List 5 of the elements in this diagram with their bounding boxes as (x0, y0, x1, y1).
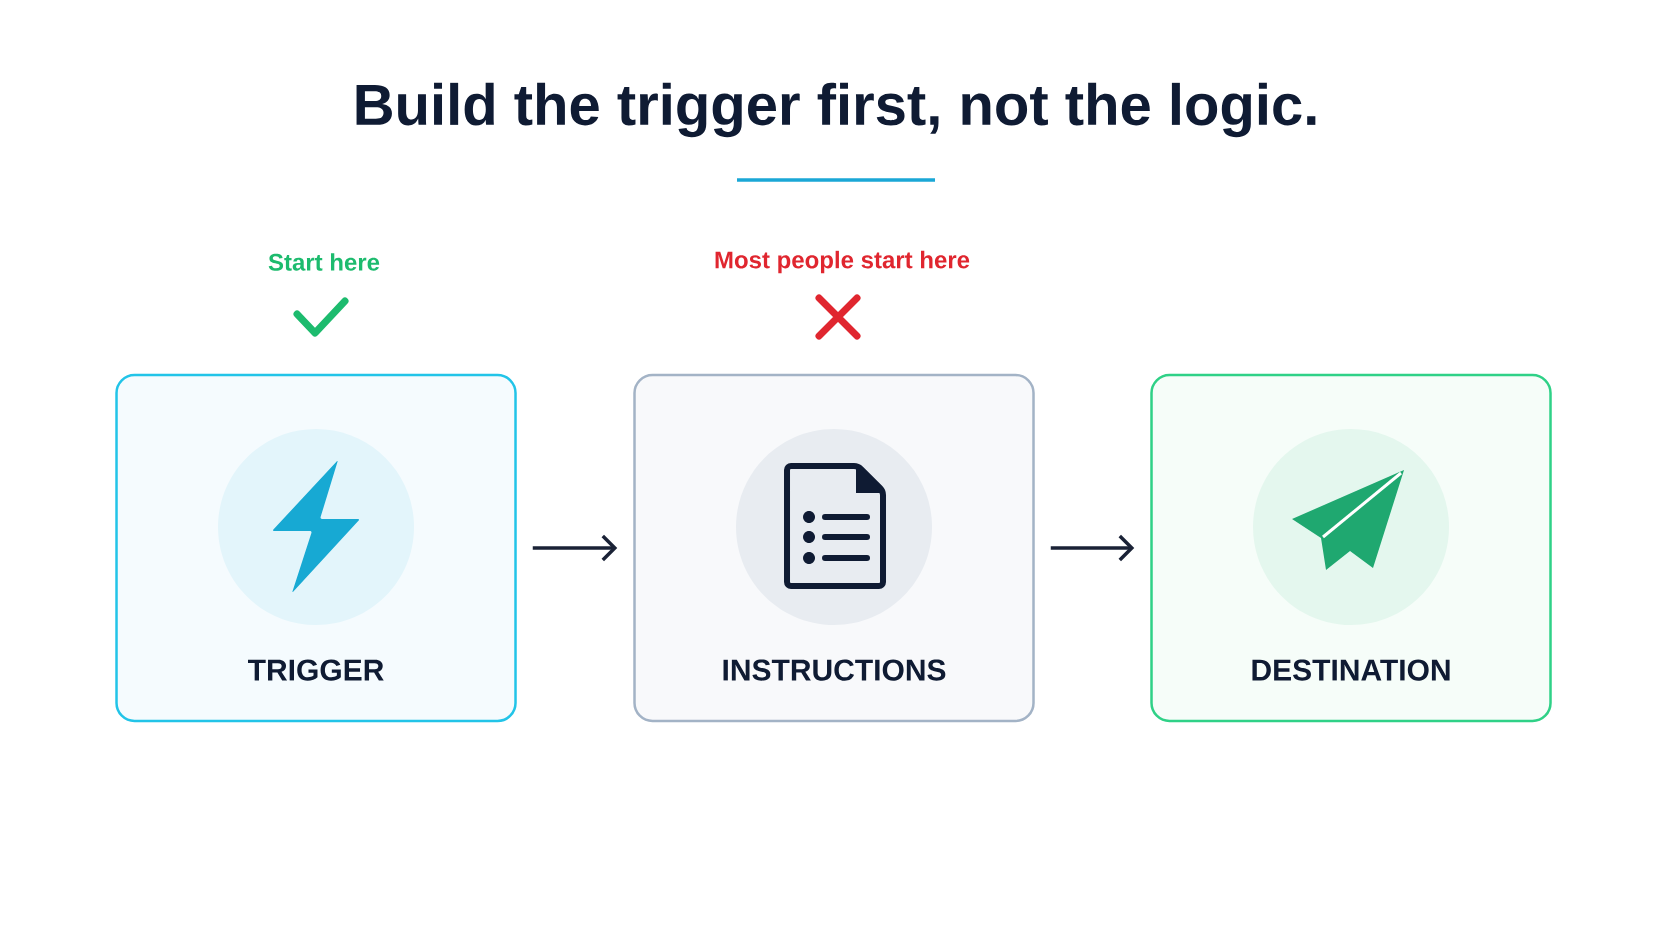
arrow (1050, 534, 1135, 562)
arrow (532, 534, 618, 562)
annotation-label: Most people start here (715, 250, 970, 274)
title: Build the trigger first, not the logic. (356, 82, 1316, 138)
annotation-label: Start here (268, 253, 380, 271)
